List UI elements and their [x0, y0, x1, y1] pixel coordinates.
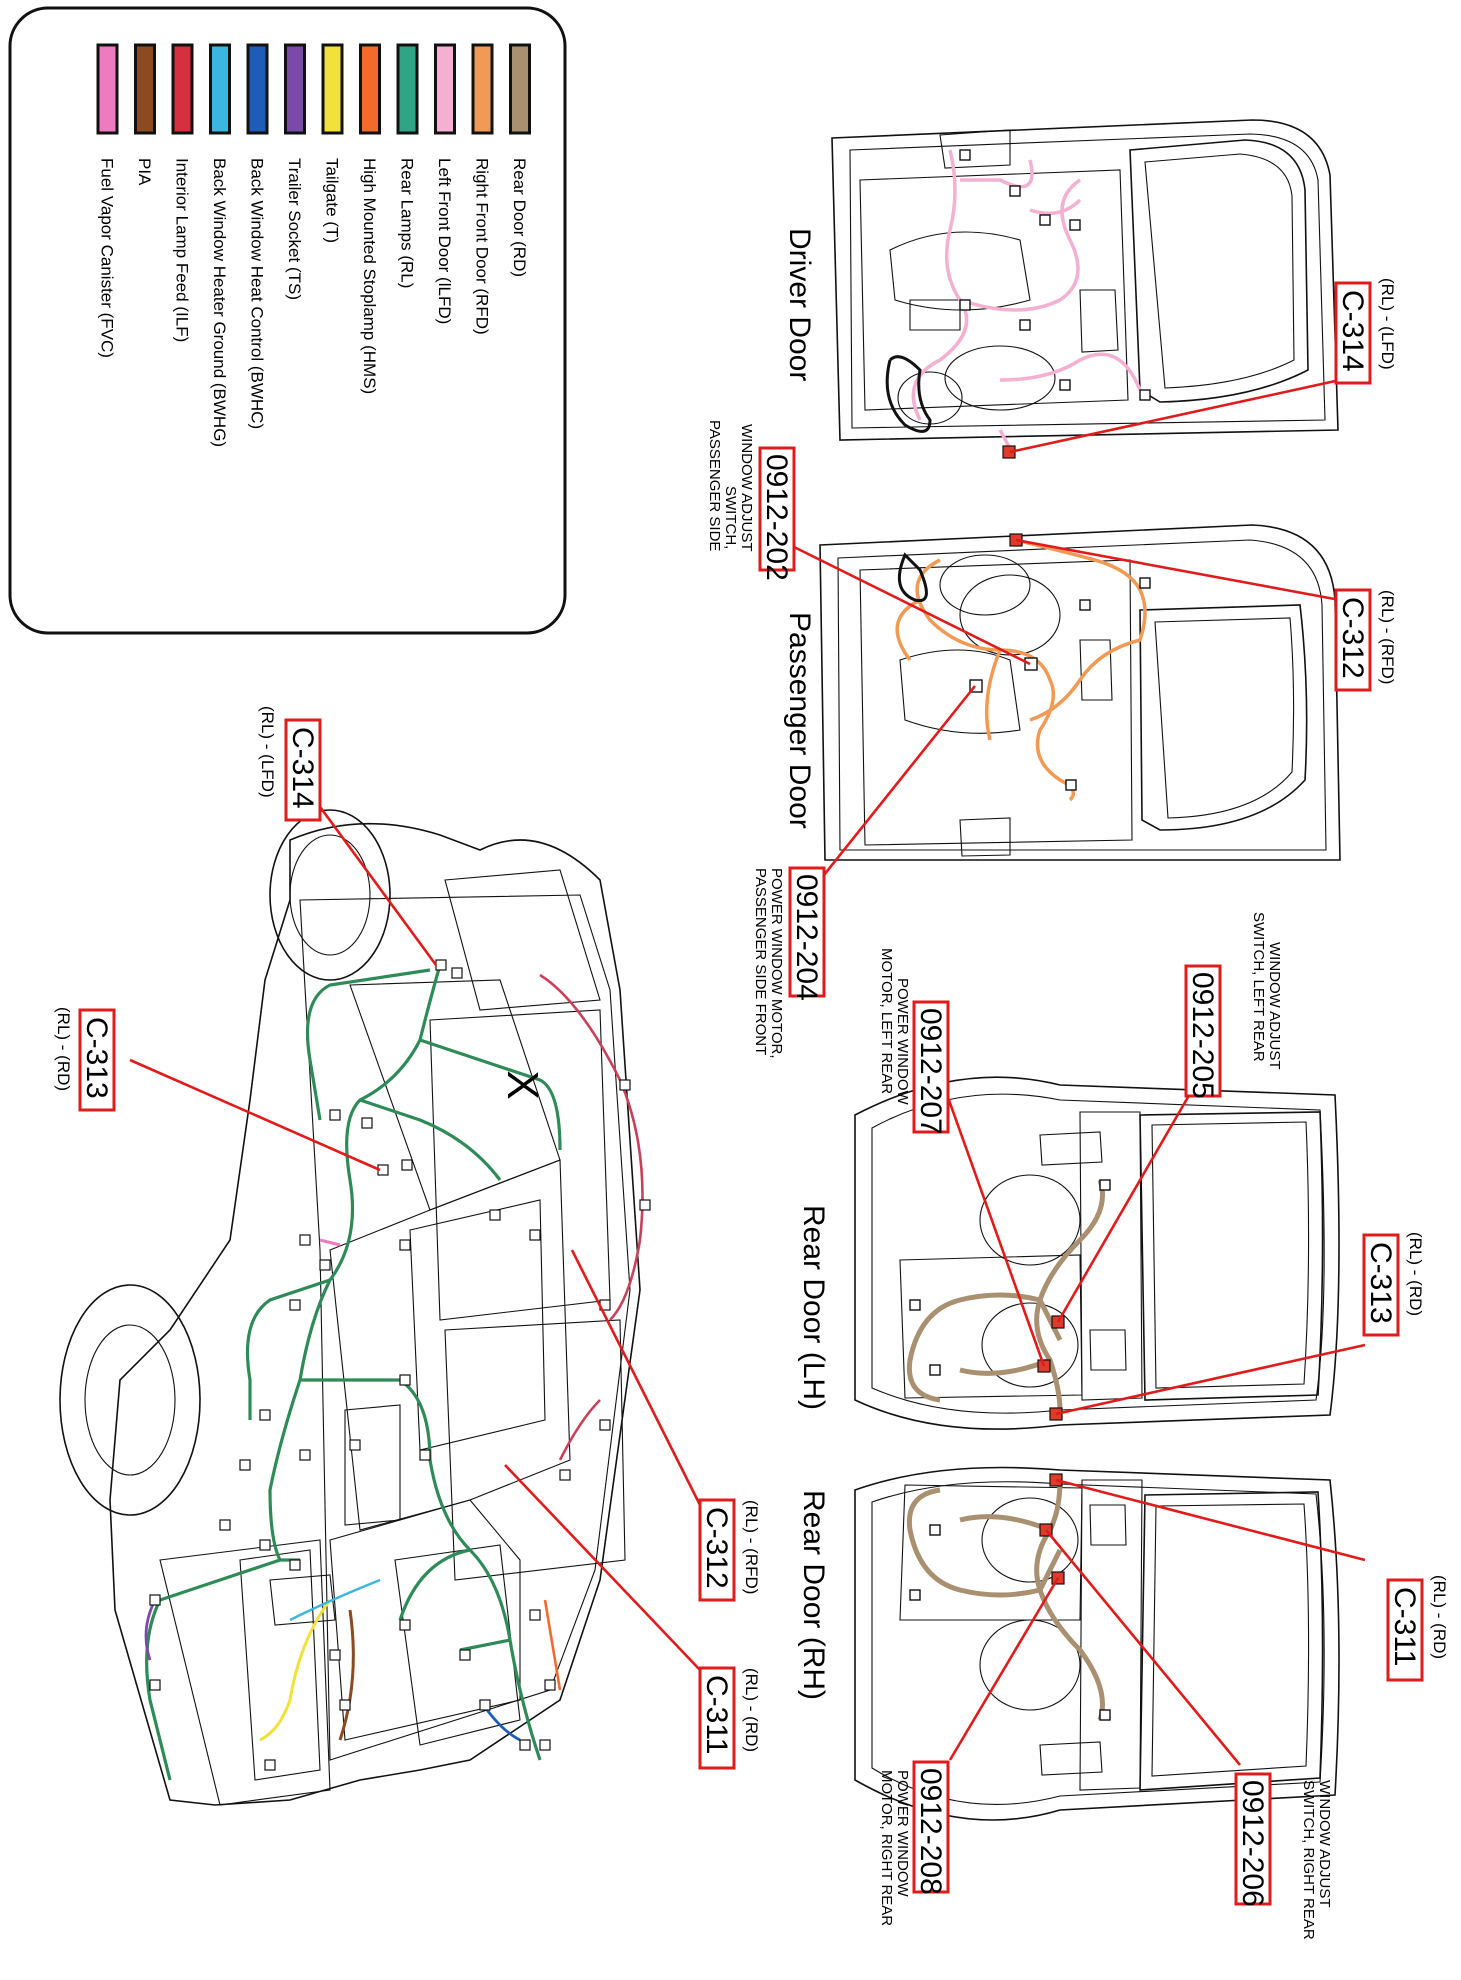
title-rear-door-lh: Rear Door (LH)	[797, 1205, 830, 1410]
rear-door-rh	[854, 1466, 1340, 1821]
svg-text:SWITCH, RIGHT REAR: SWITCH, RIGHT REAR	[1300, 1780, 1317, 1940]
legend-label: High Mounted Stoplamp (HMS)	[360, 158, 379, 394]
legend-swatch	[509, 43, 531, 135]
svg-text:(RL) - (RFD): (RL) - (RFD)	[742, 1500, 761, 1594]
callout-0912-206: 0912-206 WINDOW ADJUST SWITCH, RIGHT REA…	[1234, 1772, 1333, 1940]
legend-items: Rear Door (RD) Right Front Door (RFD) Left…	[96, 43, 531, 447]
svg-text:C-314: C-314	[1336, 290, 1369, 372]
legend-swatch	[359, 43, 381, 135]
svg-text:MOTOR, RIGHT REAR: MOTOR, RIGHT REAR	[878, 1770, 895, 1926]
legend-swatch	[171, 43, 194, 135]
rear-door-lh	[854, 1076, 1340, 1430]
svg-text:WINDOW ADJUST: WINDOW ADJUST	[1266, 942, 1283, 1070]
svg-text:MOTOR, LEFT REAR: MOTOR, LEFT REAR	[878, 948, 895, 1094]
svg-text:C-312: C-312	[700, 1507, 733, 1589]
callout-c314-driver: C-314 (RL) - (LFD)	[1334, 278, 1397, 385]
legend: Rear Door (RD) Right Front Door (RFD) Left…	[8, 6, 567, 635]
legend-swatch	[284, 43, 306, 135]
svg-text:(RL) - (RD): (RL) - (RD)	[1430, 1575, 1449, 1659]
legend-label: Fuel Vapor Canister (FVC)	[98, 158, 117, 358]
driver-door	[831, 119, 1339, 459]
callout-c312-passenger: C-312 (RL) - (RFD)	[1334, 588, 1397, 692]
legend-label: Back Window Heater Ground (BWHG)	[210, 158, 229, 447]
callout-0912-208: 0912-208 POWER WINDOW MOTOR, RIGHT REAR	[878, 1760, 950, 1926]
callout-c311-car: C-311 (RL) - (RD)	[698, 1666, 761, 1770]
svg-text:POWER WINDOW MOTOR,: POWER WINDOW MOTOR,	[768, 868, 785, 1059]
svg-text:0912-204: 0912-204	[790, 874, 823, 1001]
svg-text:C-313: C-313	[1364, 1242, 1397, 1324]
svg-text:C-314: C-314	[286, 727, 319, 809]
svg-text:POWER WINDOW: POWER WINDOW	[894, 1770, 911, 1897]
legend-swatch	[209, 43, 231, 135]
svg-text:SWITCH, LEFT REAR: SWITCH, LEFT REAR	[1250, 912, 1267, 1062]
callout-c312-car: C-312 (RL) - (RFD)	[698, 1498, 761, 1602]
svg-text:SWITCH,: SWITCH,	[722, 486, 739, 549]
callout-c311-rh: C-311 (RL) - (RD)	[1386, 1575, 1449, 1682]
title-driver-door: Driver Door	[783, 228, 816, 381]
legend-swatch	[434, 43, 456, 135]
legend-label: Tailgate (T)	[323, 158, 342, 243]
legend-label: Right Front Door (RFD)	[473, 158, 492, 335]
callout-0912-207: 0912-207 POWER WINDOW MOTOR, LEFT REAR	[878, 948, 950, 1135]
svg-text:0912-207: 0912-207	[914, 1008, 947, 1135]
legend-swatch	[471, 43, 494, 135]
svg-text:PASSENGER SIDE: PASSENGER SIDE	[706, 420, 723, 551]
legend-label: PIA	[135, 158, 154, 186]
legend-swatch	[134, 43, 156, 135]
callout-0912-205: 0912-205 WINDOW ADJUST SWITCH, LEFT REAR	[1184, 912, 1283, 1099]
svg-text:0912-208: 0912-208	[914, 1768, 947, 1895]
legend-swatch	[96, 43, 119, 135]
svg-text:0912-205: 0912-205	[1186, 972, 1219, 1099]
svg-text:(RL) - (RD): (RL) - (RD)	[1406, 1232, 1425, 1316]
leader-lines	[129, 378, 1366, 1766]
svg-text:(RL) - (LFD): (RL) - (LFD)	[1378, 278, 1397, 370]
svg-text:PASSENGER SIDE FRONT: PASSENGER SIDE FRONT	[752, 868, 769, 1055]
svg-text:C-313: C-313	[80, 1017, 113, 1099]
legend-swatch	[246, 43, 269, 135]
svg-text:0912-206: 0912-206	[1236, 1780, 1269, 1907]
svg-text:C-312: C-312	[1336, 597, 1369, 679]
callout-c313-car: C-313 (RL) - (RD)	[54, 1007, 116, 1112]
callout-c313-lh: C-313 (RL) - (RD)	[1362, 1232, 1425, 1337]
callout-0912-204: 0912-204 POWER WINDOW MOTOR, PASSENGER S…	[752, 866, 826, 1059]
svg-text:0912-202: 0912-202	[760, 454, 793, 581]
svg-text:(RL) - (RD): (RL) - (RD)	[742, 1668, 761, 1752]
svg-text:POWER WINDOW: POWER WINDOW	[894, 978, 911, 1105]
roof-mark: X	[498, 1070, 547, 1099]
legend-label: Interior Lamp Feed (ILF)	[173, 158, 192, 342]
title-rear-door-rh: Rear Door (RH)	[797, 1490, 830, 1700]
legend-label: Rear Lamps (RL)	[398, 158, 417, 288]
title-passenger-door: Passenger Door	[783, 612, 816, 829]
vehicle-harness	[144, 959, 651, 1781]
legend-swatch	[321, 43, 344, 135]
svg-text:WINDOW ADJUST: WINDOW ADJUST	[1316, 1780, 1333, 1908]
svg-text:(RL) - (RFD): (RL) - (RFD)	[1378, 590, 1397, 684]
legend-swatch	[396, 43, 419, 135]
callout-c314-car: C-314 (RL) - (LFD)	[258, 706, 322, 822]
svg-text:C-311: C-311	[1388, 1587, 1421, 1666]
svg-text:(RL) - (RD): (RL) - (RD)	[54, 1007, 73, 1091]
legend-label: Back Window Heat Control (BWHC)	[248, 158, 267, 429]
callout-0912-202: 0912-202 WINDOW ADJUST SWITCH, PASSENGER…	[706, 420, 796, 581]
legend-label: Left Front Door (lLFD)	[435, 158, 454, 324]
legend-label: Trailer Socket (TS)	[285, 158, 304, 300]
svg-text:C-311: C-311	[700, 1675, 733, 1754]
svg-text:(RL) - (LFD): (RL) - (LFD)	[258, 706, 277, 798]
svg-text:WINDOW ADJUST: WINDOW ADJUST	[738, 424, 755, 552]
passenger-door	[819, 524, 1341, 861]
legend-label: Rear Door (RD)	[510, 158, 529, 277]
legend-frame	[8, 6, 567, 635]
